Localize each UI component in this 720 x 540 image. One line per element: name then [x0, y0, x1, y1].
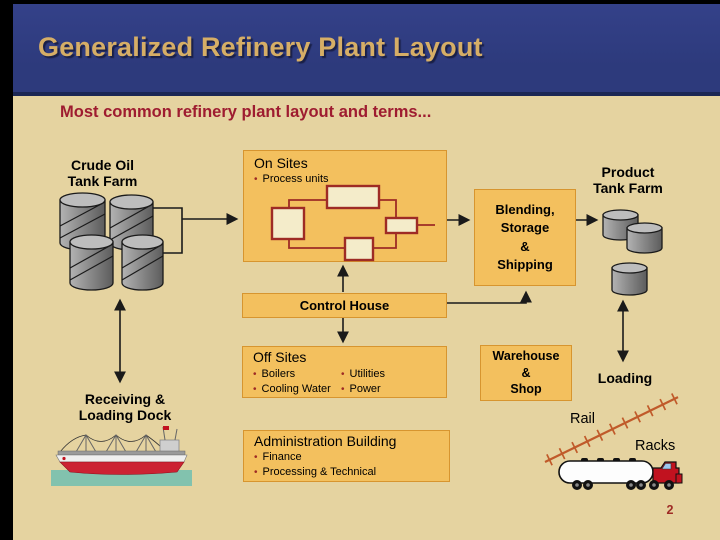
- warehouse-shop-box: Warehouse & Shop: [480, 345, 572, 401]
- off-sites-title: Off Sites: [253, 349, 307, 365]
- bullet-dot-icon: •: [253, 384, 257, 396]
- receiving-loading-dock-label: Receiving & Loading Dock: [78, 391, 172, 423]
- bullet-dot-icon: •: [254, 467, 258, 479]
- product-tank-farm-label: Product Tank Farm: [593, 164, 663, 196]
- administration-building-box: Administration Building •Finance •Proces…: [243, 430, 450, 482]
- on-sites-title: On Sites: [254, 155, 308, 171]
- blending-storage-shipping-box: Blending, Storage & Shipping: [474, 189, 576, 286]
- off-sites-box: Off Sites •Boilers •Cooling Water •Utili…: [242, 346, 447, 398]
- admin-title: Administration Building: [254, 433, 397, 449]
- page-title: Generalized Refinery Plant Layout: [38, 32, 483, 62]
- page-number: 2: [666, 503, 674, 517]
- crude-oil-tanks-icon: [59, 192, 164, 291]
- bullet-dot-icon: •: [254, 174, 258, 186]
- tanker-truck-icon: [558, 458, 683, 490]
- subtitle: Most common refinery plant layout and te…: [60, 103, 432, 121]
- bullet-dot-icon: •: [253, 369, 257, 381]
- off-sites-bullets: •Boilers •Cooling Water •Utilities •Powe…: [253, 368, 385, 396]
- railroad-track-icon: [544, 393, 679, 466]
- racks-label: Racks: [635, 438, 676, 454]
- control-house-box: Control House: [242, 293, 447, 318]
- on-sites-box: On Sites • Process units: [243, 150, 447, 262]
- bullet-dot-icon: •: [341, 384, 345, 396]
- bullet-dot-icon: •: [341, 369, 345, 381]
- loading-label: Loading: [597, 370, 653, 386]
- slide-header: Generalized Refinery Plant Layout: [13, 4, 720, 96]
- rail-label: Rail: [570, 411, 595, 427]
- cargo-ship-icon: [51, 426, 192, 486]
- process-flow-diagram-icon: [270, 184, 435, 262]
- product-tanks-icon: [602, 209, 663, 296]
- bullet-dot-icon: •: [254, 452, 258, 464]
- crude-oil-tank-farm-label: Crude Oil Tank Farm: [67, 157, 138, 189]
- process-units-bullet: • Process units: [254, 173, 329, 186]
